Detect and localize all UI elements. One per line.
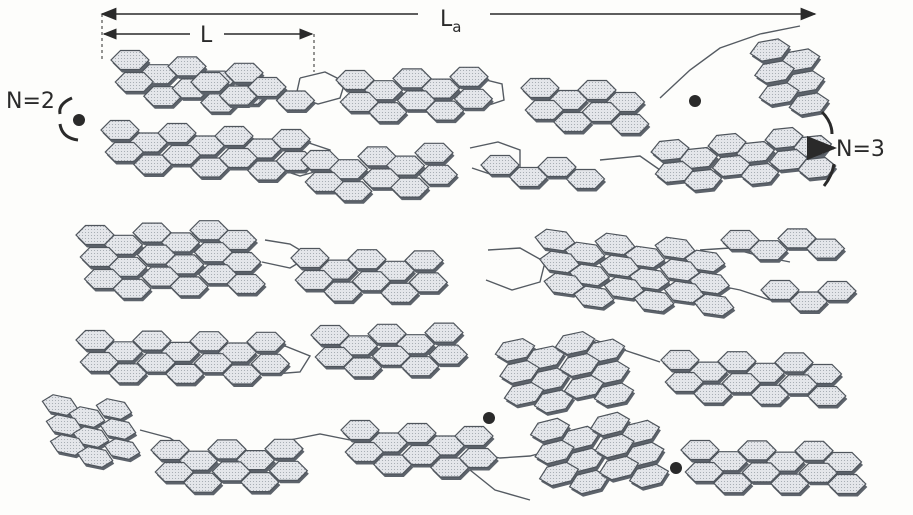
- la-label: La: [440, 7, 461, 36]
- n2-bracket-bottom: [60, 124, 78, 140]
- n3-label: N=3: [836, 137, 885, 162]
- aromatic-rings: [42, 39, 867, 497]
- n2-label: N=2: [6, 89, 55, 114]
- n2-edge-atom: [73, 114, 85, 126]
- bond-link: [470, 470, 530, 500]
- n3-bracket-top: [822, 112, 832, 134]
- n3-edge-atom: [689, 95, 701, 107]
- bond-link: [486, 248, 545, 290]
- edge-atom: [670, 462, 682, 474]
- l-label: L: [200, 23, 213, 48]
- n2-bracket-top: [60, 98, 72, 114]
- bond-link: [600, 156, 660, 170]
- edge-atom: [483, 412, 495, 424]
- aromatic-ring: [694, 294, 734, 316]
- bond-link: [290, 434, 350, 440]
